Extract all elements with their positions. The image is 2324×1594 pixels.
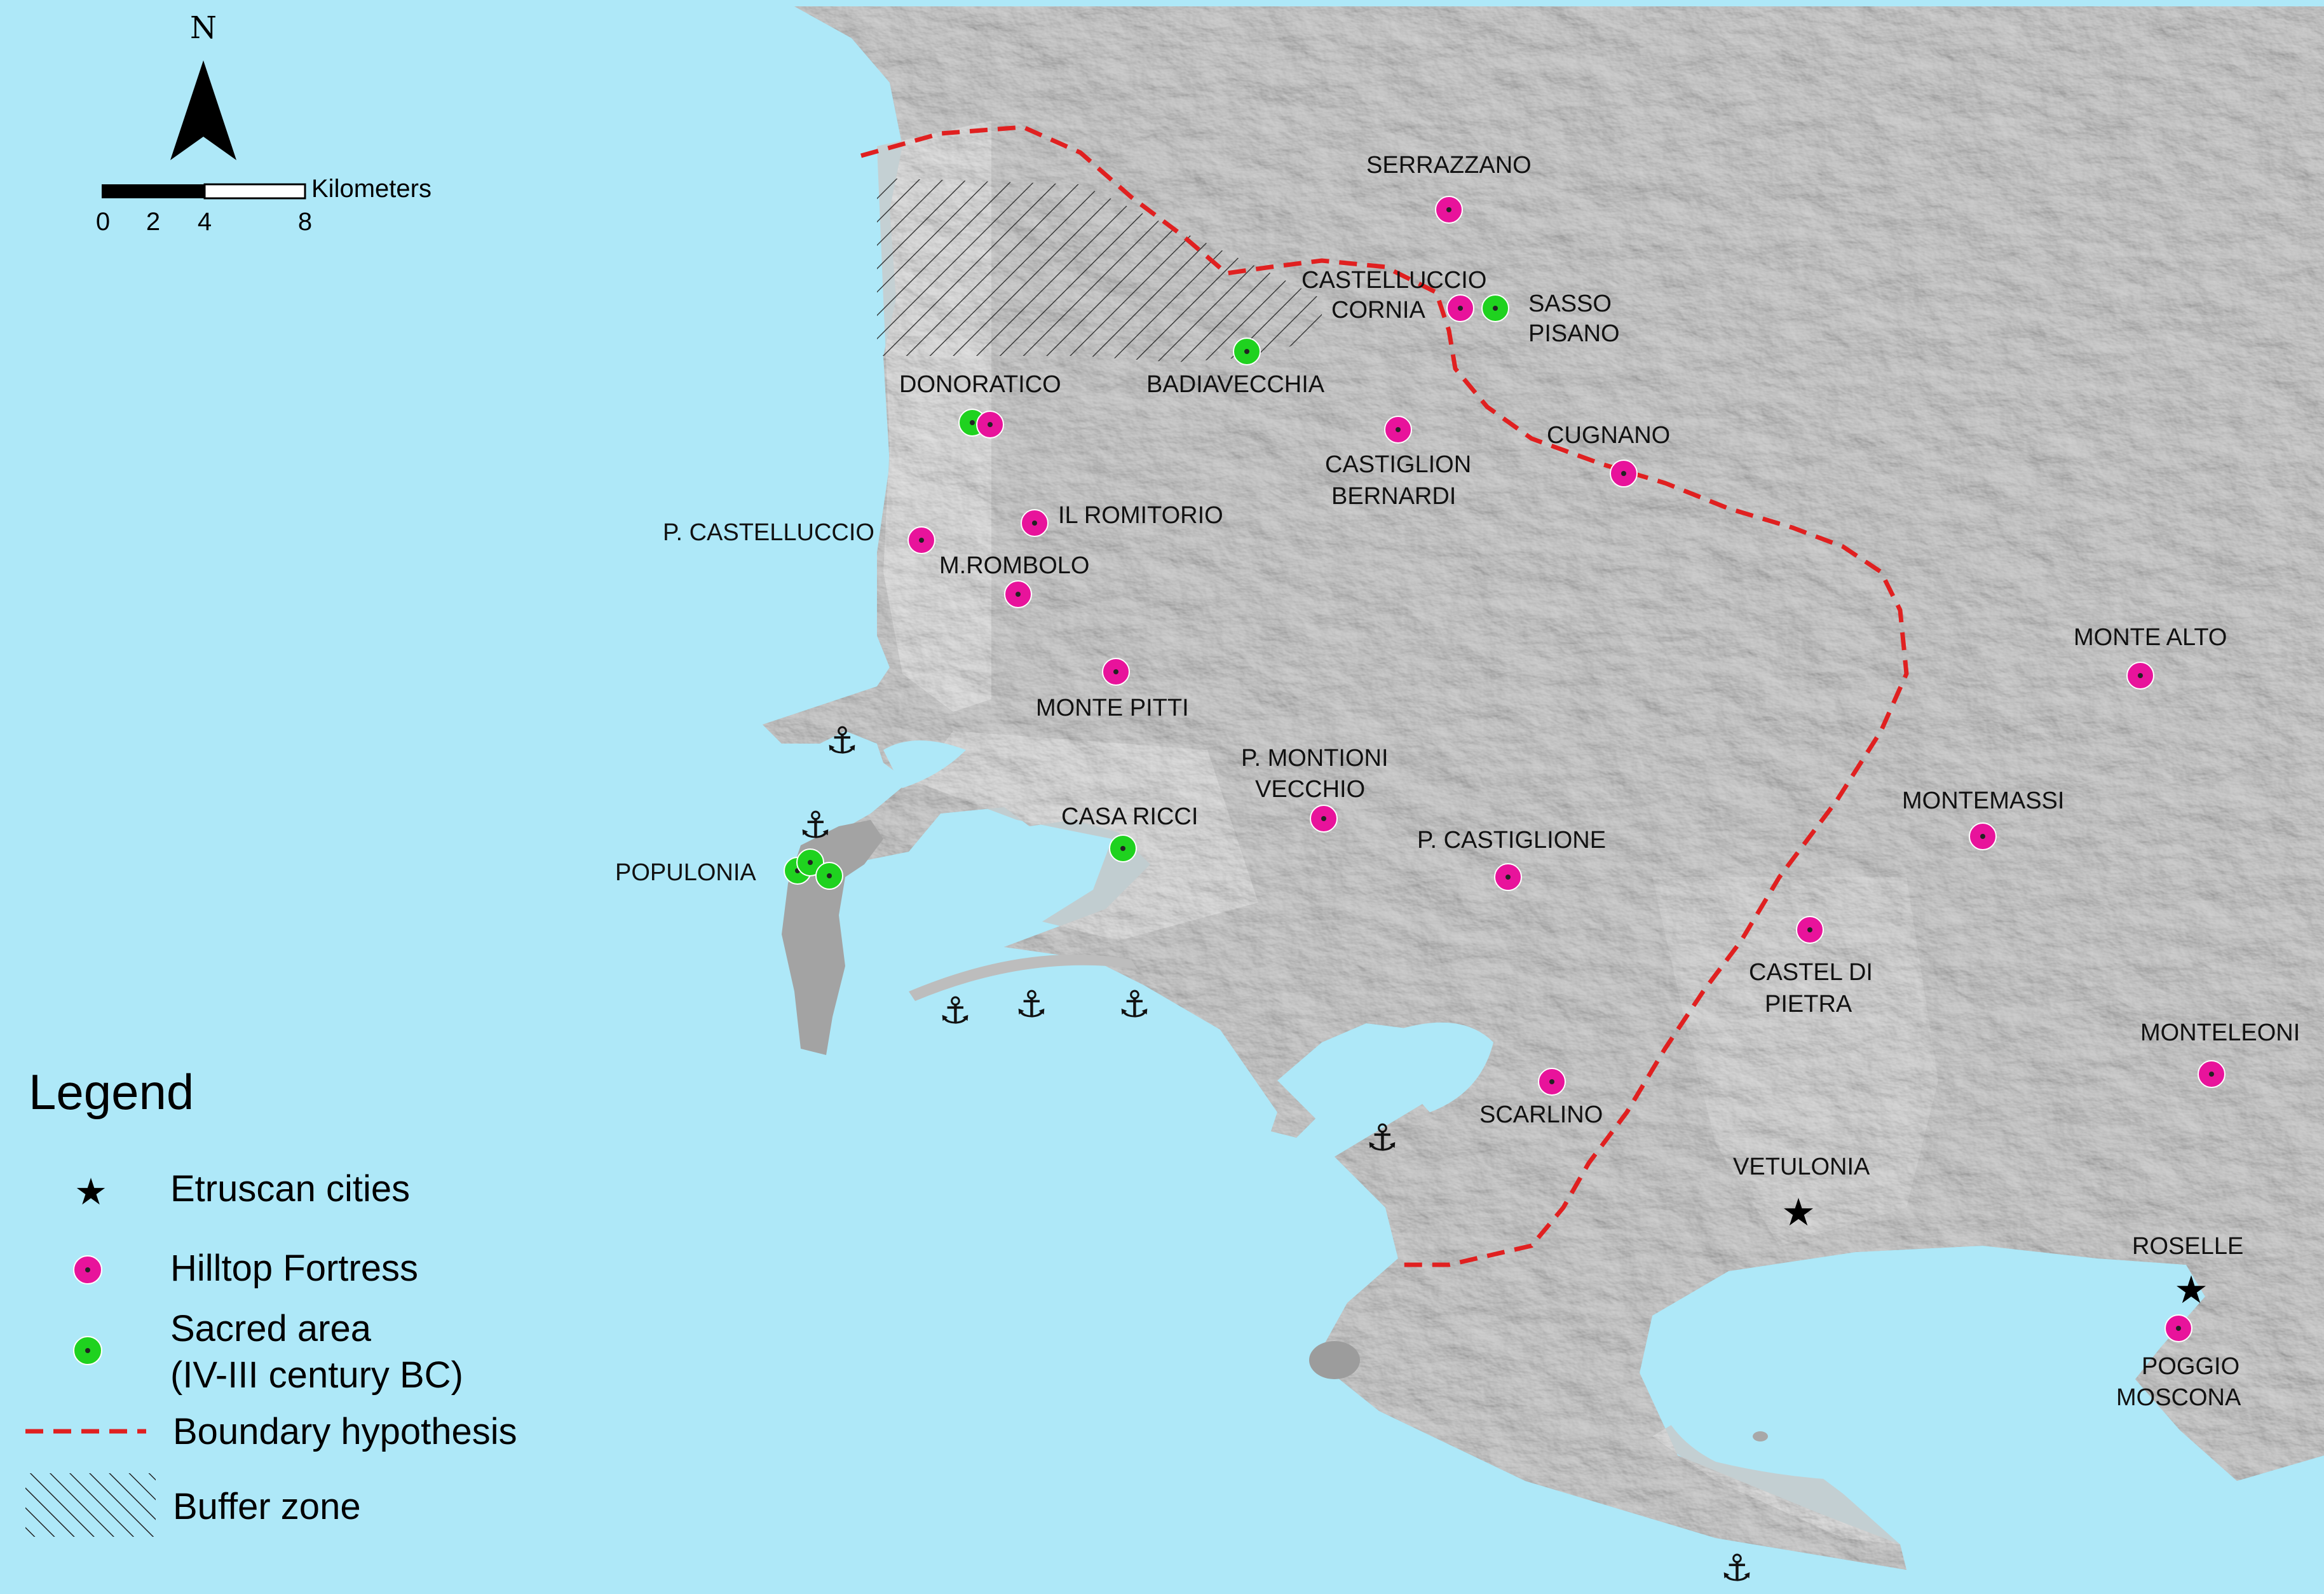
anchor-icon: ⚓: [1720, 1546, 1753, 1590]
harbour-anchors: ⚓ ⚓ ⚓ ⚓ ⚓ ⚓ ⚓: [799, 719, 1753, 1590]
etruscan-city-markers: ★ ★: [1781, 1190, 2208, 1312]
sacred-area-marker: [815, 862, 843, 890]
north-arrow-icon: [170, 60, 236, 160]
scale-unit-label: Kilometers: [311, 175, 432, 203]
hilltop-fortress-marker: [1310, 805, 1338, 833]
legend-label-etruscan-cities: Etruscan cities: [170, 1168, 410, 1209]
site-label: CUGNANO: [1547, 422, 1670, 449]
site-label: MONTEMASSI: [1902, 787, 2064, 814]
site-label: IL ROMITORIO: [1058, 502, 1223, 529]
site-label: BERNARDI: [1331, 483, 1456, 510]
hilltop-fortress-marker: [2126, 662, 2154, 690]
anchor-icon: ⚓: [799, 803, 832, 847]
site-label: CASTELLUCCIO: [1301, 267, 1486, 294]
site-label: DONORATICO: [899, 371, 1061, 398]
site-label: CORNIA: [1331, 297, 1425, 324]
legend-sacred-area-icon: [73, 1336, 102, 1365]
hilltop-fortress-marker: [1004, 580, 1032, 608]
hilltop-fortress-marker: [1384, 416, 1412, 444]
scale-tick-8: 8: [298, 208, 312, 236]
hilltop-fortress-marker: [2198, 1060, 2225, 1088]
site-markers: [784, 196, 2225, 1342]
tombolo: [909, 954, 1138, 1001]
legend-label-buffer-zone: Buffer zone: [173, 1486, 361, 1527]
legend-label-sacred-area-2: (IV-III century BC): [170, 1354, 463, 1396]
lagoon-grosseto: [1650, 1270, 2148, 1481]
anchor-icon: ⚓: [939, 989, 972, 1032]
boundary-line: [860, 125, 1909, 1267]
anchor-icon: ⚓: [1366, 1116, 1399, 1159]
site-label: MOSCONA: [2116, 1384, 2241, 1411]
north-label: N: [190, 10, 217, 46]
legend-star-icon: ★: [74, 1170, 107, 1213]
sacred-area-marker: [1109, 834, 1137, 862]
scale-tick-0: 0: [96, 208, 110, 236]
site-label: P. MONTIONI: [1241, 745, 1389, 772]
star-icon: ★: [2174, 1268, 2208, 1312]
legend-label-sacred-area-1: Sacred area: [170, 1308, 372, 1349]
site-label: BADIAVECCHIA: [1146, 371, 1325, 398]
anchor-icon: ⚓: [1118, 983, 1151, 1026]
site-label: PIETRA: [1765, 991, 1852, 1018]
legend-buffer-zone-icon: [25, 1473, 156, 1537]
legend-title: Legend: [29, 1064, 194, 1120]
site-label: VECCHIO: [1255, 776, 1365, 803]
site-label: CASTIGLION: [1325, 451, 1471, 478]
site-label: MONTE PITTI: [1036, 695, 1189, 721]
hilltop-fortress-marker: [1538, 1068, 1566, 1096]
hilltop-fortress-marker: [1610, 460, 1638, 487]
hilltop-fortress-marker: [1494, 863, 1522, 891]
scale-bar: Kilometers 0 2 4 8: [96, 175, 432, 236]
site-label: VETULONIA: [1733, 1154, 1870, 1180]
sacred-area-marker: [1233, 337, 1261, 365]
site-labels: SERRAZZANO CASTELLUCCIO CORNIA SASSO PIS…: [615, 152, 2300, 1411]
anchor-icon: ⚓: [826, 719, 859, 762]
site-label: M.ROMBOLO: [939, 552, 1089, 579]
site-label: CASTEL DI: [1749, 959, 1873, 986]
anchor-icon: ⚓: [1015, 983, 1048, 1026]
legend-hilltop-fortress-icon: [73, 1255, 102, 1284]
site-label: P. CASTIGLIONE: [1417, 827, 1606, 854]
north-arrow: N: [170, 10, 236, 160]
site-label: SERRAZZANO: [1366, 152, 1532, 179]
lagoon-scarlino: [1398, 1022, 1493, 1112]
site-label: SCARLINO: [1479, 1101, 1603, 1128]
site-label: MONTE ALTO: [2074, 624, 2227, 651]
site-label: ROSELLE: [2132, 1233, 2243, 1260]
site-label: POPULONIA: [615, 859, 756, 886]
site-label: MONTELEONI: [2140, 1019, 2300, 1046]
legend: Legend ★ Etruscan cities Hilltop Fortres…: [25, 1064, 517, 1537]
hilltop-fortress-marker: [1435, 196, 1463, 224]
hilltop-fortress-marker: [1446, 294, 1474, 322]
hilltop-fortress-marker: [1021, 509, 1049, 537]
legend-label-hilltop-fortress: Hilltop Fortress: [170, 1248, 418, 1289]
sacred-area-marker: [796, 848, 824, 876]
legend-label-boundary: Boundary hypothesis: [173, 1411, 517, 1452]
star-icon: ★: [1781, 1190, 1816, 1235]
lagoon-west: [883, 740, 966, 788]
sacred-area-marker: [1481, 294, 1509, 322]
hilltop-fortress-marker: [976, 411, 1004, 439]
hilltop-fortress-marker: [907, 526, 935, 554]
hilltop-fortress-marker: [2164, 1314, 2192, 1342]
scale-tick-2: 2: [146, 208, 160, 236]
site-label: CASA RICCI: [1061, 803, 1198, 830]
hilltop-fortress-marker: [1796, 916, 1824, 944]
hilltop-fortress-marker: [1102, 658, 1130, 686]
site-label: SASSO: [1528, 290, 1612, 317]
buffer-zone: [877, 178, 1322, 362]
scale-tick-4: 4: [198, 208, 212, 236]
site-label: PISANO: [1528, 320, 1620, 347]
site-label: P. CASTELLUCCIO: [663, 519, 874, 546]
hilltop-fortress-marker: [1969, 822, 1997, 850]
site-label: POGGIO: [2142, 1353, 2239, 1380]
